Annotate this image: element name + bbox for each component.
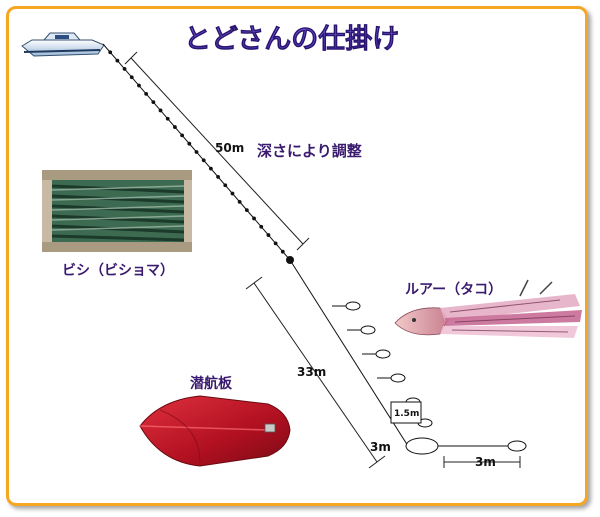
line-bead (144, 91, 149, 96)
boat-icon (21, 32, 105, 57)
branch-spacing-box (390, 401, 422, 424)
line-bead (122, 67, 127, 71)
end-leader-length: 3m (475, 455, 496, 469)
diving-board-label: 潜航板 (190, 375, 233, 392)
main-line-beads (108, 50, 285, 254)
branch-main-line (289, 259, 409, 447)
line-bead (201, 158, 206, 163)
line-bead (216, 175, 220, 179)
line-bead (266, 233, 271, 237)
line-bead (115, 58, 120, 63)
diving-board-image (139, 395, 291, 467)
diagram-title: とどさんの仕掛け (184, 24, 399, 55)
leader-length: 3m (370, 440, 391, 454)
bishi-spool-image (42, 170, 192, 252)
end-lure-ring (507, 440, 527, 452)
line-bead (151, 100, 156, 105)
line-bead (259, 224, 264, 229)
branch-spacing-length: 1.5m (394, 409, 419, 419)
lure-label: ルアー（タコ） (405, 282, 502, 298)
bottom-swivel-ring (405, 437, 439, 455)
line-bead (223, 183, 228, 188)
line-bead (187, 141, 192, 146)
main-line-bracket (124, 51, 310, 251)
line-bead (158, 108, 163, 113)
line-bead (165, 116, 170, 121)
line-bead (129, 75, 134, 80)
depth-adjust-label: 深さにより調整 (257, 142, 362, 160)
line-bead (137, 83, 141, 88)
octopus-lure-image (394, 279, 582, 338)
line-bead (280, 249, 285, 254)
line-bead (208, 166, 213, 171)
line-bead (194, 150, 199, 154)
bishi-label: ビシ（ビショマ） (62, 263, 174, 279)
line-bead (252, 216, 256, 221)
line-bead (108, 50, 113, 55)
line-bead (173, 125, 177, 129)
line-bead (273, 241, 278, 246)
main-line-length: 50m (215, 141, 244, 155)
branch-section-bracket (245, 276, 386, 469)
line-bead (244, 208, 249, 213)
branch-section-length: 33m (297, 365, 326, 379)
end-leader-bracket (443, 456, 521, 468)
line-bead (180, 133, 185, 138)
line-bead (237, 199, 242, 204)
line-bead (230, 191, 235, 196)
diagram-frame (6, 6, 588, 506)
